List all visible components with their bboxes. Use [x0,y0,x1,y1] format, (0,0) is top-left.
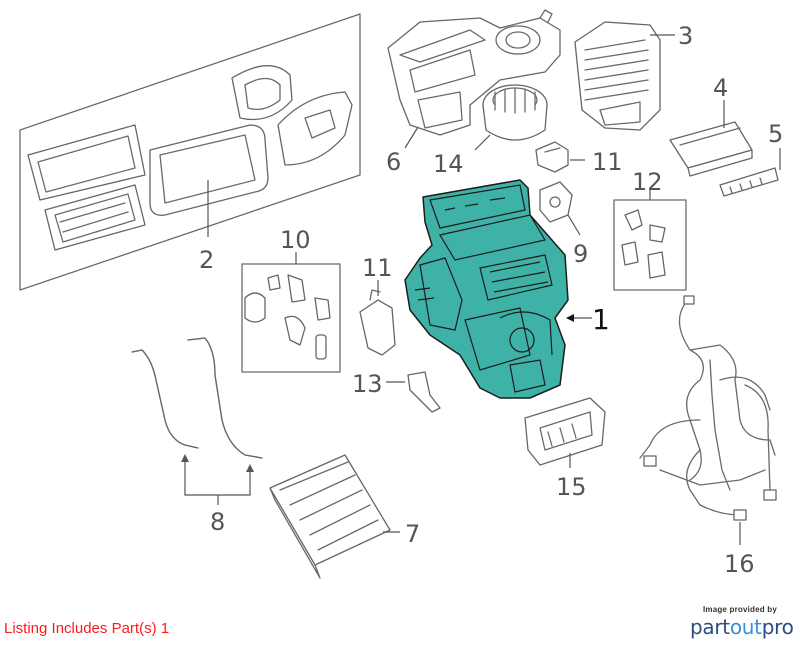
part-11-actuator-lower[interactable] [359,289,396,356]
callout-4: 4 [713,74,728,102]
part-11-actuator-upper[interactable] [535,141,569,173]
callout-7: 7 [405,520,420,548]
part-6-upper-housing[interactable] [387,9,561,136]
part-13-sensor[interactable] [407,371,441,413]
listing-note: Listing Includes Part(s) 1 [4,620,170,637]
part-15-control-module[interactable] [524,397,606,466]
callout-1: 1 [592,303,610,336]
callout-6: 6 [386,148,401,176]
image-credit-text: Image provided by [702,605,778,614]
part-2-vent-panel-group[interactable] [19,13,361,291]
callout-11-lower: 11 [362,254,393,282]
brand-logo[interactable]: Image provided by partoutpro [690,605,794,639]
brand-name-out: out [729,615,762,639]
part-5-filter-door[interactable] [719,167,779,197]
callout-15: 15 [556,473,587,501]
part-8-heater-hoses[interactable] [131,337,263,459]
part-10-fastener-set[interactable] [241,263,341,373]
part-9-actuator[interactable] [539,181,573,223]
part-7-heater-core[interactable] [269,454,391,579]
brand-name-pro: pro [761,615,794,639]
part-1-hvac-housing[interactable] [404,179,569,399]
callout-10: 10 [280,226,311,254]
callout-12: 12 [632,168,663,196]
brand-name-part: part [690,615,730,639]
brand-name: partoutpro [690,615,794,639]
part-16-wiring-harness[interactable] [639,295,777,521]
part-12-clip-set[interactable] [613,199,687,291]
part-3-core-case[interactable] [574,21,661,131]
callout-5: 5 [768,120,783,148]
callout-11-upper: 11 [592,148,623,176]
callout-3: 3 [678,22,693,50]
callout-9: 9 [573,240,588,268]
callout-8: 8 [210,508,225,536]
callout-16: 16 [724,550,755,578]
part-14-blower-motor[interactable] [482,84,548,141]
callout-2: 2 [199,246,214,274]
part-4-cabin-filter[interactable] [669,121,753,177]
callout-14: 14 [433,150,464,178]
callout-13: 13 [352,370,383,398]
